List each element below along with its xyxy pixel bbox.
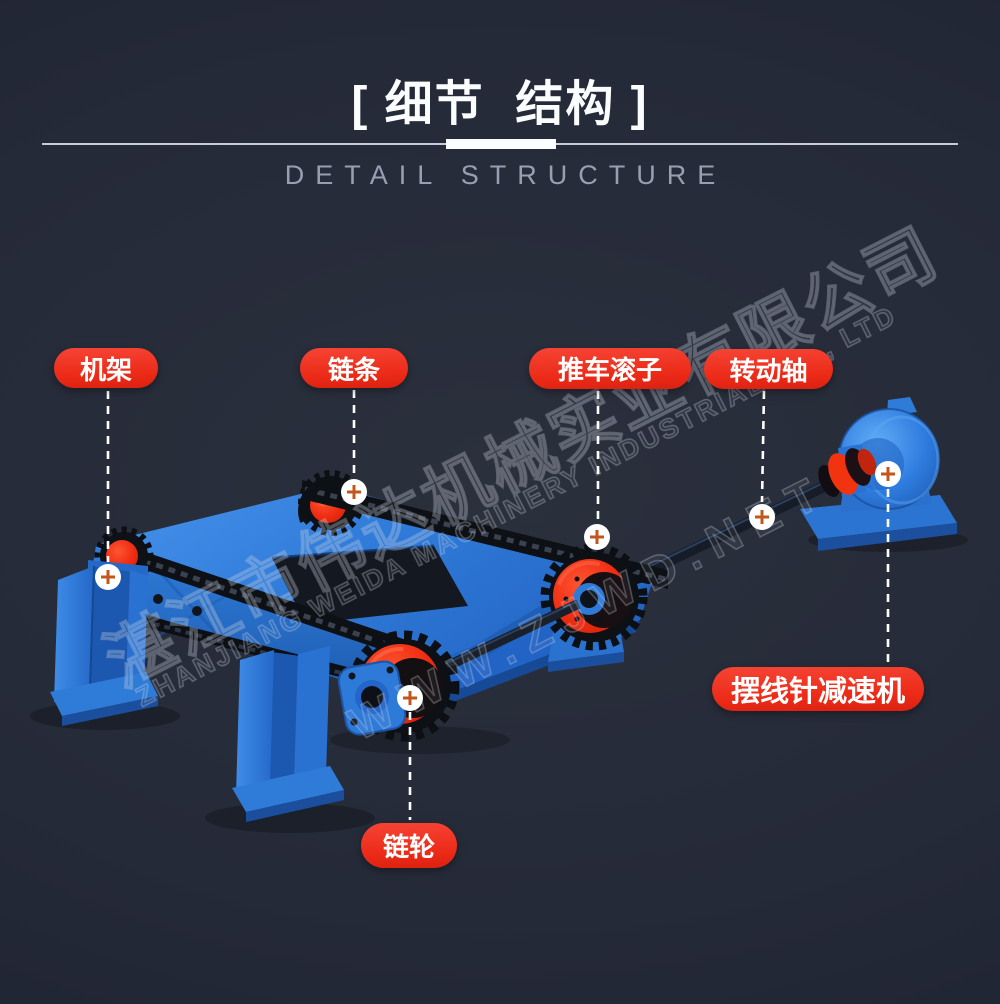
- front-chain: [104, 538, 424, 664]
- marker-cart-roller: [584, 524, 610, 550]
- marker-cycloidal-reducer: [875, 461, 901, 487]
- leg-center-front: [232, 646, 344, 822]
- marker-rotating-shaft: [749, 504, 775, 530]
- cart-roller-sprocket: [540, 543, 648, 651]
- shaft-coupling: [818, 448, 877, 497]
- callout-cycloidal-reducer: 摆线针减速机: [712, 667, 924, 711]
- page-title: [ 细节 结构 ]: [351, 78, 649, 131]
- marker-frame: [95, 564, 121, 590]
- frame-opening: [272, 546, 468, 624]
- callout-sprocket: 链轮: [361, 823, 457, 868]
- front-drive-sprocket: [337, 630, 460, 742]
- marker-chain: [341, 479, 367, 505]
- bolt-head: [153, 594, 163, 604]
- divider-center-bar: [446, 139, 556, 149]
- bolt-head: [192, 606, 202, 616]
- callout-cart-roller: 推车滚子: [529, 348, 691, 389]
- connector-lines: [106, 390, 890, 820]
- connector-rotating-shaft: [760, 390, 766, 503]
- callout-rotating-shaft: 转动轴: [704, 349, 833, 389]
- plus-markers: [95, 461, 901, 711]
- callout-frame: 机架: [54, 348, 158, 388]
- marker-sprocket: [397, 685, 423, 711]
- title-divider: [0, 139, 1000, 149]
- callout-chain: 链条: [300, 348, 408, 388]
- page-subtitle: DETAIL STRUCTURE: [284, 160, 727, 190]
